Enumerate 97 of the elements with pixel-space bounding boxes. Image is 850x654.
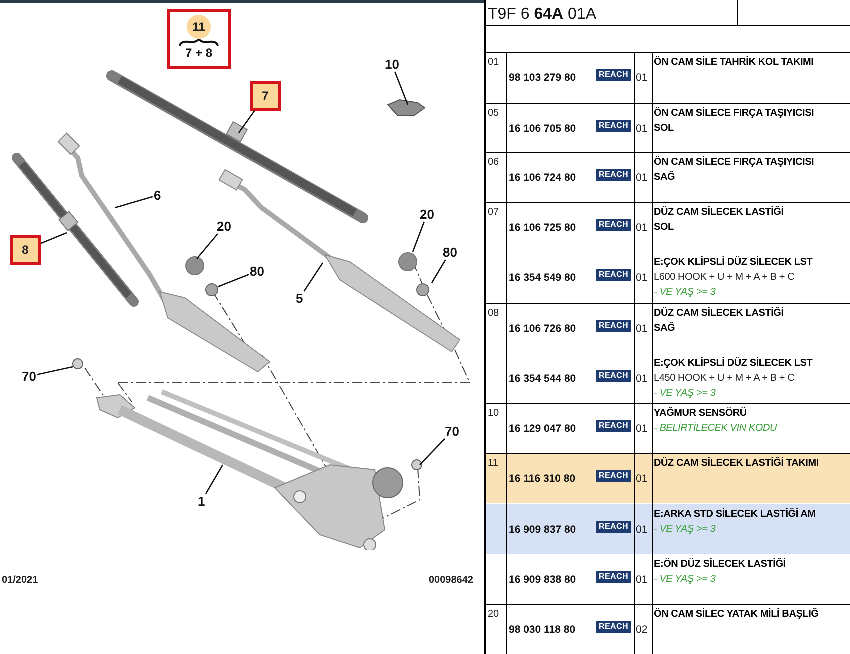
callout-number: 8 — [10, 235, 41, 265]
section-code: T9F 6 64A 01A — [488, 5, 597, 25]
leader-line — [238, 110, 256, 134]
callout-number: 80 — [442, 245, 458, 260]
callout-label: 7 + 8 — [185, 47, 213, 59]
part-number: 16 909 837 80 — [509, 523, 576, 538]
quantity: 01 — [636, 122, 648, 137]
quantity: 01 — [636, 71, 648, 86]
compliance-badge: REACH — [596, 120, 632, 132]
compliance-badge: REACH — [596, 571, 632, 583]
reference-number: 01 — [488, 56, 500, 70]
compliance-badge: REACH — [596, 521, 632, 533]
leader-line — [431, 260, 446, 284]
part-description: E:ARKA STD SİLECEK LASTİĞİ AM — [654, 507, 817, 522]
drawing-number: 00098642 — [429, 574, 474, 588]
compliance-badge: REACH — [596, 370, 632, 382]
part-description: E:ÇOK KLİPSLİ DÜZ SİLECEK LST — [654, 356, 814, 371]
compliance-badge: REACH — [596, 621, 632, 633]
quantity: 01 — [636, 573, 648, 588]
quantity: 01 — [636, 372, 648, 387]
reference-number: 08 — [488, 307, 500, 321]
compliance-badge: REACH — [596, 169, 632, 181]
note: - BELİRTİLECEK VIN KODU — [654, 422, 778, 436]
note: - VE YAŞ >= 3 — [654, 573, 717, 587]
leader-line — [40, 232, 68, 244]
part-number: 16 106 725 80 — [509, 221, 576, 236]
compliance-badge: REACH — [596, 219, 632, 231]
compliance-badge: REACH — [596, 269, 632, 281]
leader-line — [394, 72, 409, 106]
note: - VE YAŞ >= 3 — [654, 523, 717, 537]
callout-number: 1 — [197, 494, 206, 509]
part-number: 16 909 838 80 — [509, 573, 576, 588]
compliance-badge: REACH — [596, 69, 632, 81]
leader-line — [37, 366, 74, 376]
part-number: 98 030 118 80 — [509, 623, 576, 638]
leader-line — [205, 464, 224, 494]
callout-number: 20 — [216, 219, 232, 234]
part-number: 98 103 279 80 — [509, 71, 576, 86]
callout-number: 10 — [384, 57, 400, 72]
callout-number: 7 — [250, 81, 281, 111]
reference-number: 20 — [488, 608, 500, 622]
date-note: 01/2021 — [2, 574, 38, 588]
note: - VE YAŞ >= 3 — [654, 286, 717, 300]
part-description: ÖN CAM SİLECE FIRÇA TAŞIYICISI — [654, 106, 816, 121]
part-number: 16 106 724 80 — [509, 171, 576, 186]
part-description: SAĞ — [654, 170, 676, 185]
part-description: L600 HOOK + U + M + A + B + C — [654, 271, 796, 285]
reference-number: 05 — [488, 107, 500, 121]
part-number: 16 106 705 80 — [509, 122, 576, 137]
callout-number: 20 — [419, 207, 436, 222]
callout-number: 6 — [153, 188, 162, 203]
compliance-badge: REACH — [596, 470, 632, 482]
quantity: 01 — [636, 523, 648, 538]
part-description: DÜZ CAM SİLECEK LASTİĞİ TAKIMI — [654, 456, 820, 471]
part-number: 16 129 047 80 — [509, 422, 576, 437]
leader-line — [196, 234, 218, 260]
callout-number: 5 — [295, 291, 304, 306]
part-description: YAĞMUR SENSÖRÜ — [654, 406, 748, 421]
quantity: 01 — [636, 422, 648, 437]
callout-box — [167, 9, 231, 69]
reference-number: 06 — [488, 156, 500, 170]
part-description: ÖN CAM SİLECE FIRÇA TAŞIYICISI — [654, 155, 816, 170]
part-description: E:ÇOK KLİPSLİ DÜZ SİLECEK LST — [654, 255, 814, 270]
quantity: 01 — [636, 322, 648, 337]
reference-number: 11 — [488, 457, 498, 471]
quantity: 01 — [636, 472, 648, 487]
part-description: DÜZ CAM SİLECEK LASTİĞİ — [654, 205, 785, 220]
part-description: SOL — [654, 221, 675, 235]
callout-number: 80 — [249, 264, 266, 279]
leader-line — [420, 438, 446, 466]
part-description: ÖN CAM SİLEC YATAK MİLİ BAŞLIĞ — [654, 607, 820, 622]
part-description: ÖN CAM SİLE TAHRİK KOL TAKIMI — [654, 55, 815, 70]
compliance-badge: REACH — [596, 420, 632, 432]
part-description: SAĞ — [654, 321, 676, 336]
part-description: L450 HOOK + U + M + A + B + C — [654, 372, 796, 386]
reference-number: 10 — [488, 407, 500, 421]
part-description: SOL — [654, 122, 675, 136]
callout-number: 70 — [21, 369, 38, 384]
part-number: 16 106 726 80 — [509, 322, 576, 337]
part-number: 16 354 544 80 — [509, 372, 576, 387]
quantity: 01 — [636, 271, 648, 286]
note: - VE YAŞ >= 3 — [654, 387, 717, 401]
reference-number: 07 — [488, 206, 500, 220]
quantity: 01 — [636, 171, 648, 186]
part-description: E:ÖN DÜZ SİLECEK LASTİĞİ — [654, 557, 787, 572]
callout-number: 70 — [444, 424, 460, 439]
part-number: 16 116 310 80 — [509, 472, 576, 487]
callout-number: 11 — [187, 15, 211, 39]
part-number: 16 354 549 80 — [509, 271, 576, 286]
compliance-badge: REACH — [596, 320, 632, 332]
part-description: DÜZ CAM SİLECEK LASTİĞİ — [654, 306, 785, 321]
quantity: 02 — [636, 623, 648, 638]
leader-line — [304, 262, 324, 292]
quantity: 01 — [636, 221, 648, 236]
leader-line — [218, 274, 250, 288]
leader-line — [114, 196, 154, 209]
leader-line — [412, 222, 425, 252]
